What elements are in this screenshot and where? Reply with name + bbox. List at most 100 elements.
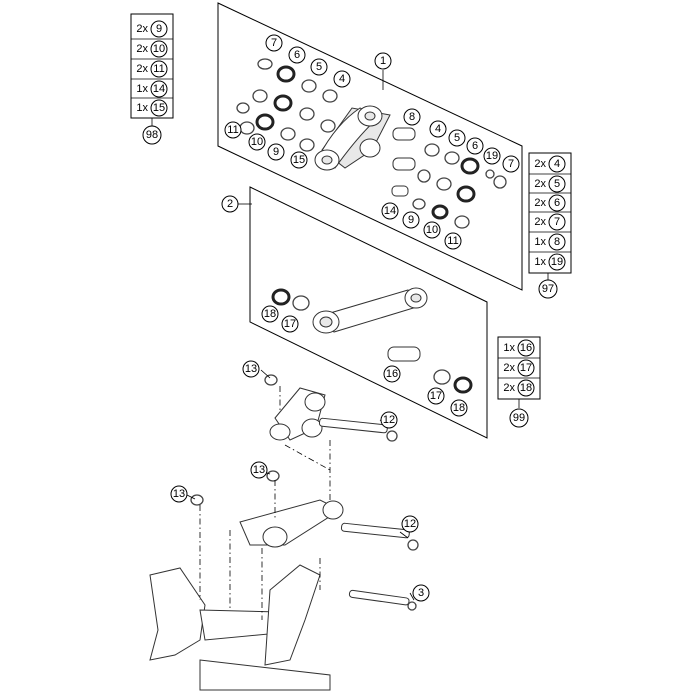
callout-1-label: 1 bbox=[380, 55, 386, 67]
kit97-part-2: 6 bbox=[554, 197, 560, 209]
callout-12a: 12 bbox=[380, 411, 398, 429]
callout-18b-label: 18 bbox=[453, 402, 465, 414]
panel2-ring-b bbox=[292, 295, 310, 311]
callout-4b-label: 4 bbox=[435, 123, 441, 135]
kit99-qty-2: 2x bbox=[503, 382, 515, 394]
callout-7b-label: 7 bbox=[508, 158, 514, 170]
kit98-qty-3: 1x bbox=[136, 83, 148, 95]
callout-17a: 17 bbox=[281, 315, 299, 333]
callout-15: 15 bbox=[290, 151, 308, 169]
callout-13b: 13 bbox=[250, 461, 268, 479]
kit99-part-1: 17 bbox=[520, 362, 532, 374]
callout-10b: 10 bbox=[423, 221, 441, 239]
callout-11b: 11 bbox=[444, 232, 462, 250]
callout-11b-label: 11 bbox=[447, 235, 458, 247]
callout-5b-label: 5 bbox=[454, 132, 460, 144]
callout-5b: 5 bbox=[448, 129, 466, 147]
kit-box-98: 2x 2x 2x 1x 1x 9 10 11 14 15 98 bbox=[130, 13, 174, 145]
callout-12b: 12 bbox=[401, 515, 419, 533]
pull-rod-assembled-part bbox=[190, 470, 419, 551]
kit98-qty-4: 1x bbox=[136, 102, 148, 114]
callout-16-label: 16 bbox=[386, 368, 398, 380]
callout-4a-label: 4 bbox=[339, 73, 345, 85]
kit98-qty-0: 2x bbox=[136, 23, 148, 35]
callout-18a: 18 bbox=[261, 305, 279, 323]
kit97-qty-1: 2x bbox=[534, 178, 546, 190]
callout-11a-label: 11 bbox=[227, 124, 238, 136]
pull-rod-part bbox=[312, 287, 428, 334]
panel2-ring-c bbox=[433, 369, 451, 385]
callout-17b: 17 bbox=[427, 387, 445, 405]
callout-14: 14 bbox=[381, 202, 399, 220]
kit98-label: 98 bbox=[146, 129, 158, 141]
callout-7b: 7 bbox=[502, 155, 520, 173]
kit97-part-0: 4 bbox=[554, 158, 560, 170]
callout-19: 19 bbox=[483, 147, 501, 165]
linkage-rocker-part bbox=[314, 105, 391, 171]
panel1-right-rings bbox=[391, 127, 507, 229]
callout-19-label: 19 bbox=[486, 150, 498, 162]
kit97-part-3: 7 bbox=[554, 216, 560, 228]
kit97-qty-5: 1x bbox=[534, 256, 546, 268]
callout-10a-label: 10 bbox=[251, 136, 263, 148]
callout-9b: 9 bbox=[402, 211, 420, 229]
callout-7a-label: 7 bbox=[271, 37, 277, 49]
alignment-lines bbox=[199, 386, 331, 620]
callout-18a-label: 18 bbox=[264, 308, 276, 320]
callout-13b-label: 13 bbox=[253, 464, 265, 476]
callout-8: 8 bbox=[403, 108, 421, 126]
callout-7a: 7 bbox=[265, 34, 283, 52]
kit98-part-4: 15 bbox=[153, 102, 165, 114]
kit97-part-4: 8 bbox=[554, 236, 560, 248]
callout-2: 2 bbox=[221, 195, 239, 213]
panel2-ring-a bbox=[271, 288, 291, 306]
callout-10b-label: 10 bbox=[426, 224, 438, 236]
callout-12a-label: 12 bbox=[383, 414, 395, 426]
kit97-part-5: 19 bbox=[551, 256, 563, 268]
callout-6b: 6 bbox=[466, 137, 484, 155]
callout-13c-label: 13 bbox=[173, 488, 185, 500]
callout-5a-label: 5 bbox=[316, 61, 322, 73]
callout-17a-label: 17 bbox=[284, 318, 296, 330]
panel2-ring-d bbox=[453, 376, 473, 394]
kit99-qty-1: 2x bbox=[503, 362, 515, 374]
kit98-qty-2: 2x bbox=[136, 63, 148, 75]
callout-9a: 9 bbox=[267, 143, 285, 161]
kit98-part-0: 9 bbox=[156, 23, 162, 35]
callout-3: 3 bbox=[412, 584, 430, 602]
kit97-qty-4: 1x bbox=[534, 236, 546, 248]
callout-15-label: 15 bbox=[293, 154, 305, 166]
callout-12b-label: 12 bbox=[404, 518, 416, 530]
callout-11a: 11 bbox=[224, 121, 242, 139]
callout-10a: 10 bbox=[248, 133, 266, 151]
callout-13a-label: 13 bbox=[245, 363, 257, 375]
callout-8-label: 8 bbox=[409, 111, 415, 123]
kit99-part-2: 18 bbox=[520, 382, 532, 394]
panel2-sleeve bbox=[387, 346, 421, 362]
rocker-assembled-part bbox=[264, 374, 398, 442]
kit99-label: 99 bbox=[513, 412, 525, 424]
kit98-part-2: 11 bbox=[153, 63, 164, 75]
kit97-qty-2: 2x bbox=[534, 197, 546, 209]
kit-box-97: 2x 2x 2x 2x 1x 1x 4 5 6 7 8 19 97 bbox=[528, 152, 572, 299]
callout-9a-label: 9 bbox=[273, 146, 279, 158]
kit98-part-1: 10 bbox=[153, 43, 165, 55]
callout-9b-label: 9 bbox=[408, 214, 414, 226]
panel1-left-rings bbox=[236, 58, 338, 152]
panel-kit-2 bbox=[249, 186, 488, 439]
callout-4b: 4 bbox=[429, 120, 447, 138]
kit99-qty-0: 1x bbox=[503, 342, 515, 354]
kit97-part-1: 5 bbox=[554, 178, 560, 190]
kit98-part-3: 14 bbox=[153, 83, 165, 95]
callout-6a: 6 bbox=[288, 46, 306, 64]
panel-kit-1 bbox=[217, 2, 523, 291]
callout-17b-label: 17 bbox=[430, 390, 442, 402]
kit97-qty-0: 2x bbox=[534, 158, 546, 170]
callout-6b-label: 6 bbox=[472, 140, 478, 152]
kit97-qty-3: 2x bbox=[534, 216, 546, 228]
callout-2-label: 2 bbox=[227, 198, 233, 210]
kit98-qty-1: 2x bbox=[136, 43, 148, 55]
callout-1: 1 bbox=[374, 52, 392, 70]
kit97-label: 97 bbox=[542, 283, 554, 295]
callout-5a: 5 bbox=[310, 58, 328, 76]
